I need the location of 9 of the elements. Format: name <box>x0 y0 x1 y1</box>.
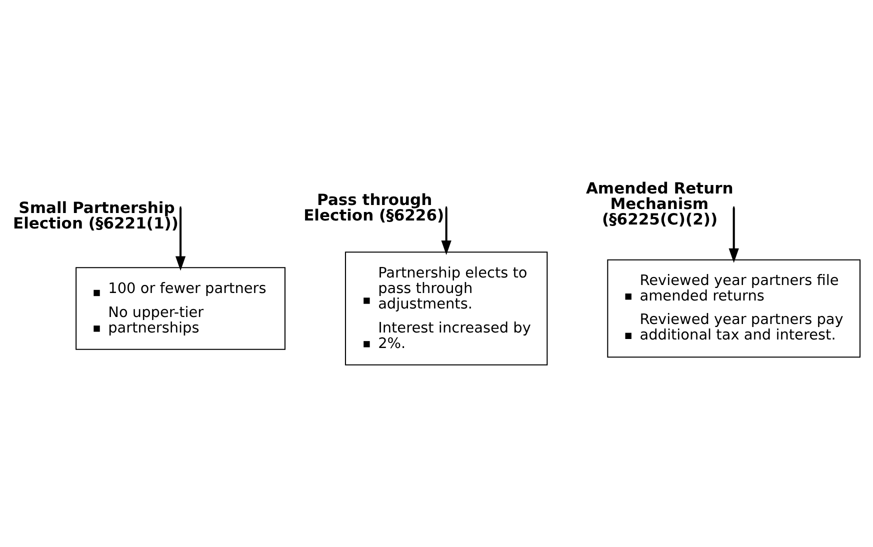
edge-label: Pass through Election (§6226) <box>304 191 444 225</box>
arrow <box>441 208 452 255</box>
arrow <box>175 208 186 271</box>
node-box: Partnership elects to pass through adjustments. Interest increased by 2%. <box>344 252 548 366</box>
edge-label: Amended Return Mechanism (§6225(C)(2)) <box>586 180 734 229</box>
arrow <box>728 208 739 263</box>
edge-label: Small Partnership Election (§6221(1)) <box>12 198 178 232</box>
node-box: 100 or fewer partners No upper-tier partnerships <box>76 267 286 350</box>
node-box: Reviewed year partners file amended returns Reviewed year partners pay additional tax and interest. <box>607 259 861 358</box>
